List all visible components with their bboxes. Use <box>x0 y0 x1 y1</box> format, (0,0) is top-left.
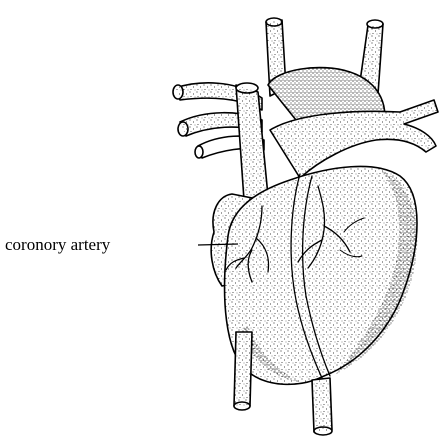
superior-vena-cava <box>236 83 268 200</box>
coronary-artery-label: coronory artery <box>5 235 111 254</box>
coronary-artery-callout: coronory artery <box>5 235 238 254</box>
